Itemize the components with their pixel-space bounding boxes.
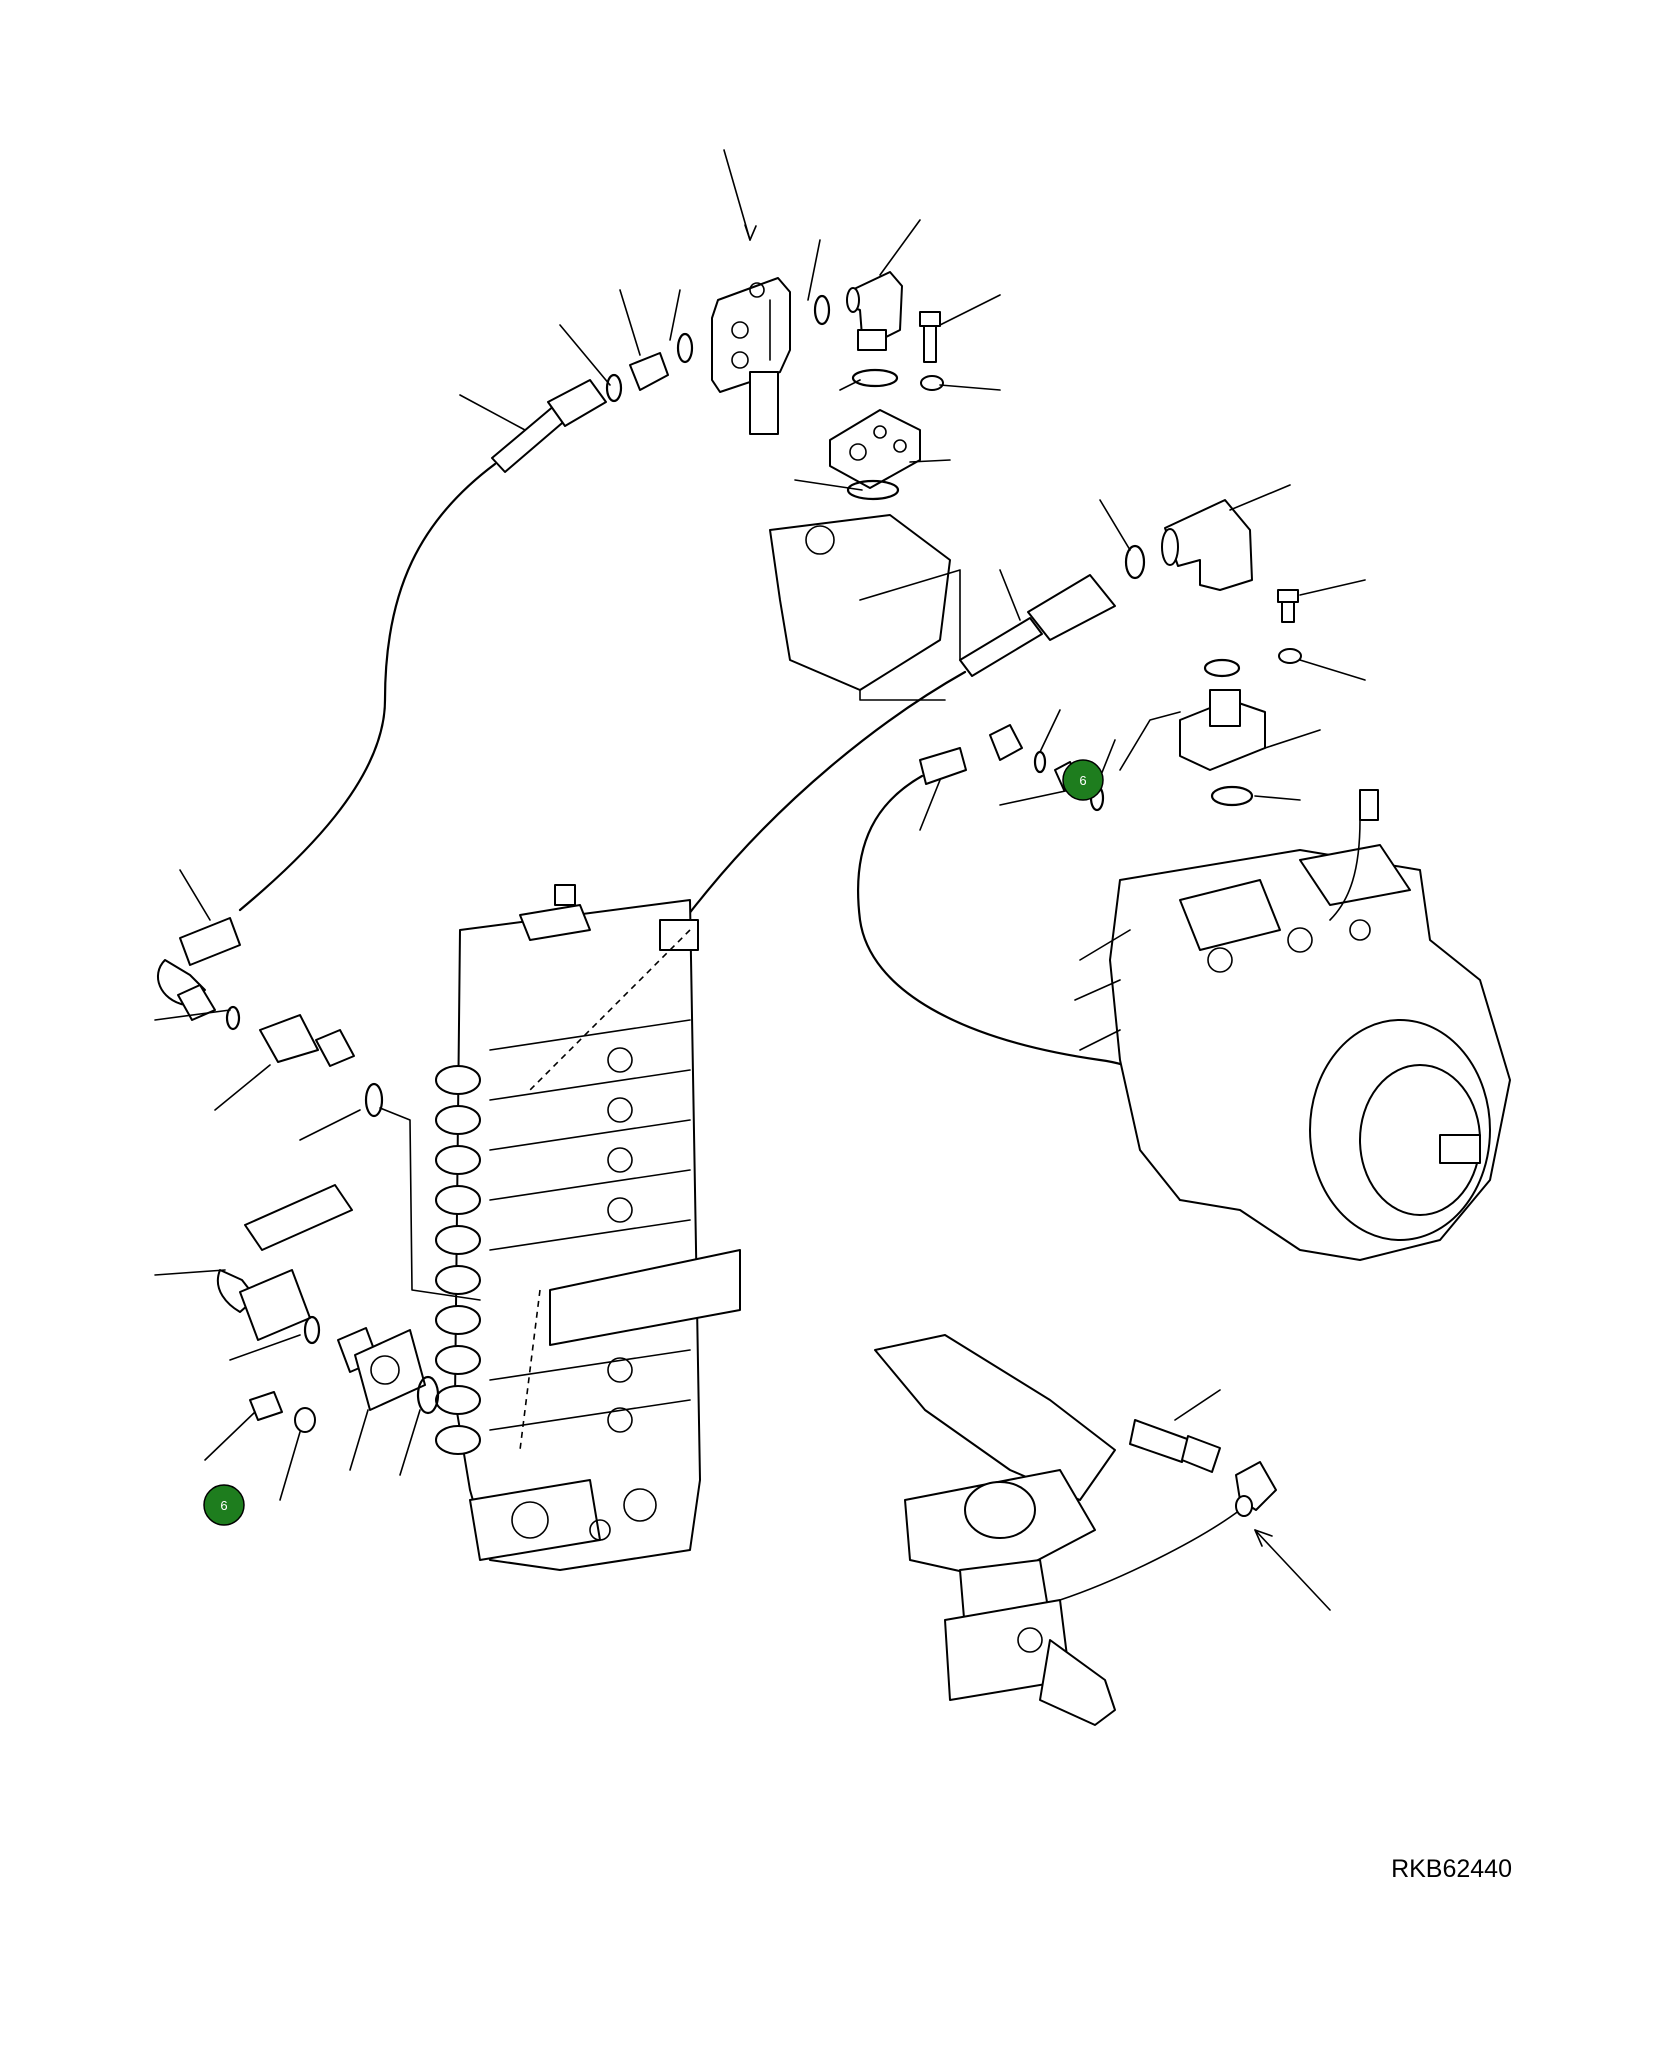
elbow-fitting-right-icon [1124,499,1253,591]
leader-lines [154,149,1366,1611]
hydraulic-pump-icon [1074,789,1511,1261]
pilot-valve-pedal-icon [874,1334,1241,1726]
flange-right-icon [1179,589,1302,807]
flange-top-icon [829,409,921,501]
elbow-fitting-top-icon [846,271,903,351]
svg-text:6: 6 [220,1498,227,1513]
hose-pilot-icon [1129,1419,1277,1517]
elbow-left-upper-icon [156,917,481,1301]
pump-top-icon [769,514,961,701]
reference-code: RKB62440 [1391,1855,1512,1883]
tee-valve-icon [711,277,791,435]
callout-6-top[interactable]: 6 [1062,759,1104,801]
callout-6-bottom[interactable]: 6 [203,1484,245,1526]
svg-text:6: 6 [1079,773,1086,788]
fittings-top-icon [605,294,944,403]
control-valve-block-icon [435,884,741,1571]
elbow-left-lower-icon [217,1184,440,1433]
top-hose-icon [238,379,607,912]
